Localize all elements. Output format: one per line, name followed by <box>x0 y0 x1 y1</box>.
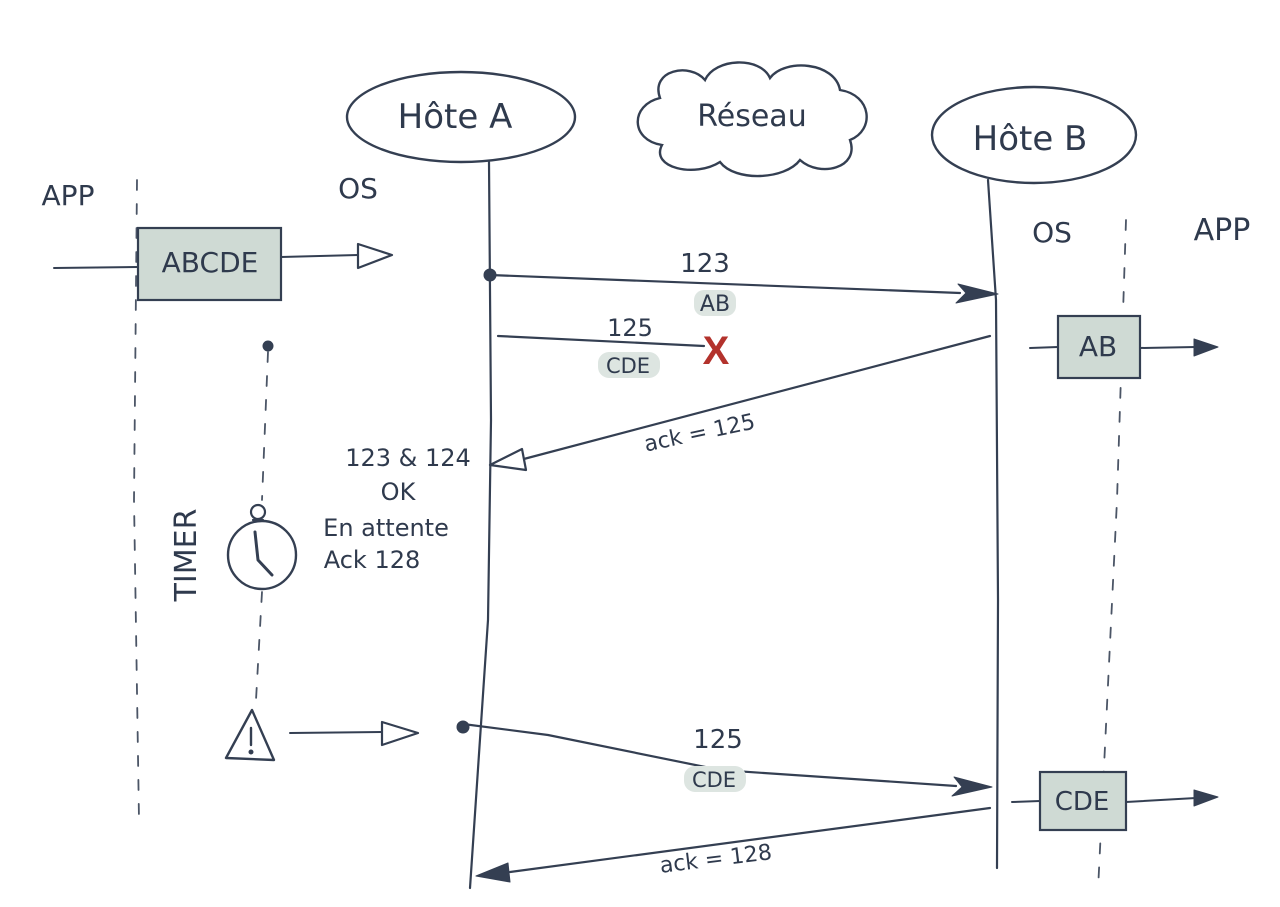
buffer-to-os-line <box>280 254 359 258</box>
retransmit-trigger-line <box>289 731 383 734</box>
open-arrowhead-icon <box>356 242 394 270</box>
message-125-resend-seq: 125 <box>693 725 743 755</box>
message-125-resend-data: CDE <box>692 768 736 792</box>
message-125-resend-data-highlight <box>684 766 746 792</box>
left-os-label: OS <box>338 172 378 205</box>
open-arrowhead-icon <box>488 447 528 472</box>
note-line-3: En attente <box>323 514 449 542</box>
filled-arrowhead-icon <box>955 283 999 304</box>
sent-buffer-label: ABCDE <box>162 246 259 279</box>
right-app-label: APP <box>1194 213 1251 248</box>
message-123-data-highlight <box>694 290 736 316</box>
stopwatch-icon <box>226 503 298 591</box>
host-b-actor: Hôte B <box>930 85 1138 185</box>
received-buffer-ab <box>1056 314 1142 380</box>
note-line-1: 123 & 124 <box>345 444 471 472</box>
timer-start-dot <box>262 340 274 352</box>
ack-128-label: ack = 128 <box>658 840 773 879</box>
left-app-label: APP <box>42 179 95 212</box>
network-label: Réseau <box>697 99 806 134</box>
host-b-label: Hôte B <box>973 119 1088 159</box>
packet-loss-mark: X <box>703 329 730 373</box>
os-to-buffer-line-2 <box>1011 800 1041 803</box>
message-125-data: CDE <box>606 354 650 378</box>
host-a-lifeline <box>468 160 493 890</box>
note-line-2: OK <box>381 478 417 506</box>
message-125-seq: 125 <box>607 314 653 342</box>
note-line-4: Ack 128 <box>324 546 421 574</box>
message-125-resend-arrow <box>461 722 958 788</box>
timer-label: TIMER <box>169 509 204 603</box>
os-to-buffer-line <box>1029 346 1059 349</box>
message-125-lost-arrow <box>496 334 706 348</box>
received-buffer-cde <box>1038 770 1128 832</box>
warning-icon <box>224 708 276 762</box>
ack-125-label: ack = 125 <box>642 410 757 458</box>
message-123-seq: 123 <box>680 249 730 279</box>
host-b-lifeline <box>986 178 1000 870</box>
cloud-icon <box>636 61 868 178</box>
timer-line-top <box>261 351 269 501</box>
left-lane-separator <box>133 179 140 821</box>
sent-buffer <box>136 226 283 302</box>
filled-arrowhead-icon <box>475 862 511 883</box>
timer-line-bottom <box>255 591 263 701</box>
app-input-line <box>53 266 139 269</box>
right-os-label: OS <box>1032 216 1072 249</box>
message-123-data: AB <box>700 292 730 317</box>
open-arrowhead-icon <box>380 720 420 747</box>
buffer-to-app-line <box>1139 346 1197 349</box>
message-125-data-highlight <box>598 352 660 378</box>
buffer-to-app-line-2 <box>1125 797 1197 803</box>
received-buffer-cde-label: CDE <box>1055 787 1110 817</box>
resend-dot <box>456 720 470 734</box>
filled-arrowhead-icon <box>951 776 993 797</box>
message-123-arrow <box>488 273 962 295</box>
network-cloud: Réseau <box>636 61 868 178</box>
received-buffer-ab-label: AB <box>1079 330 1117 363</box>
host-a-label: Hôte A <box>398 97 513 137</box>
filled-arrowhead-icon <box>1193 338 1219 357</box>
host-a-actor: Hôte A <box>345 70 577 164</box>
ack-125-arrow <box>518 334 992 462</box>
filled-arrowhead-icon <box>1193 789 1219 807</box>
ack-128-arrow <box>508 806 992 874</box>
